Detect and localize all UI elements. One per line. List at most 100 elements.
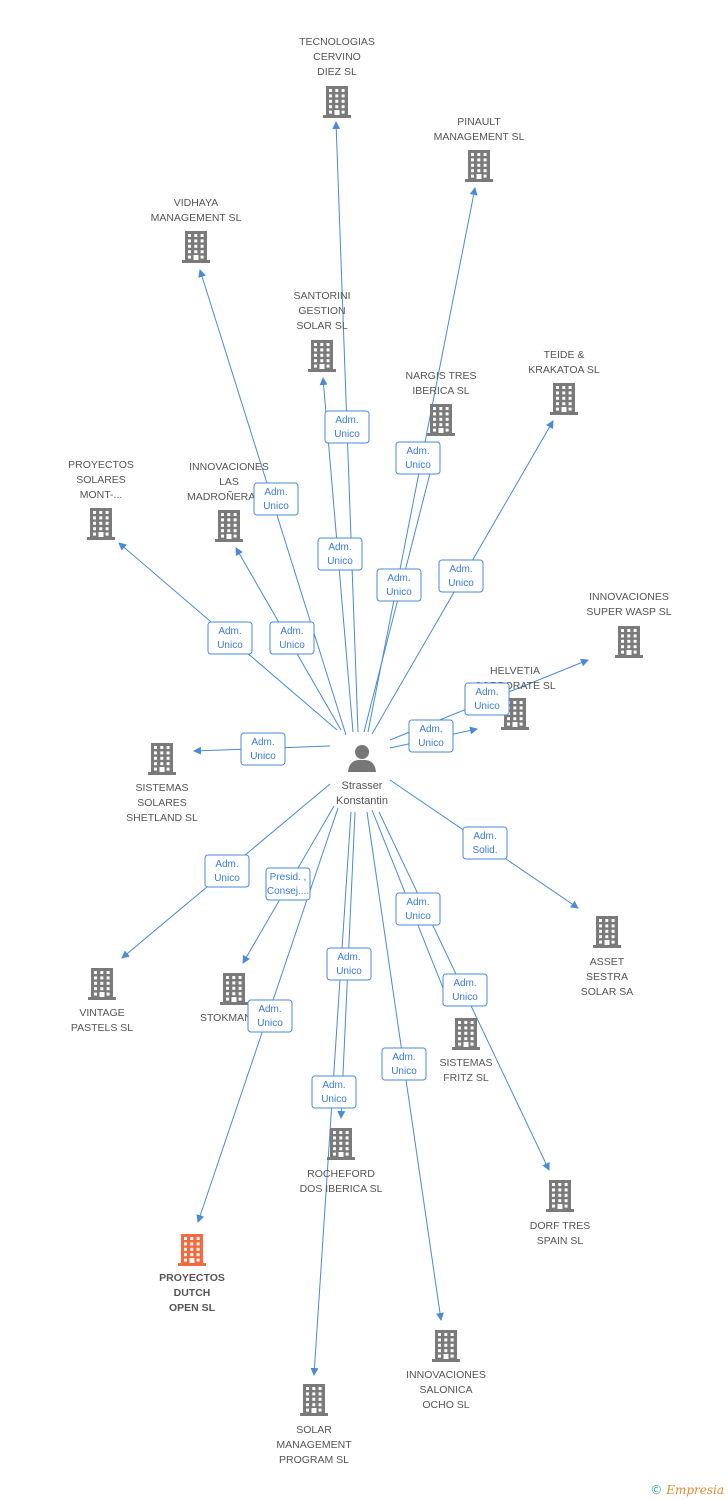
company-name: HELVETIA bbox=[490, 665, 540, 677]
person-icon bbox=[348, 745, 376, 772]
role-label: Adm. bbox=[322, 1080, 345, 1091]
role-box-sistemas_fritz[interactable]: Adm.Unico bbox=[395, 892, 441, 926]
company-name: SPAIN SL bbox=[537, 1235, 584, 1247]
company-name: GESTION bbox=[298, 305, 345, 317]
role-label: Adm. bbox=[215, 859, 238, 870]
building-icon bbox=[615, 626, 643, 658]
building-icon bbox=[182, 231, 210, 263]
role-label: Unico bbox=[257, 1018, 283, 1029]
role-box-stokmann[interactable]: Presid. , Consej.... bbox=[265, 867, 311, 901]
role-box-proyectos_dutch[interactable]: Adm. Unico bbox=[247, 999, 293, 1033]
company-node-innov_madronera[interactable]: INNOVACIONESLASMADROÑERAS... bbox=[187, 461, 271, 542]
role-label: Presid. , bbox=[270, 872, 307, 883]
person-name: Konstantin bbox=[336, 795, 388, 807]
role-label: Adm. bbox=[387, 573, 410, 584]
building-icon bbox=[300, 1384, 328, 1416]
role-label: Unico bbox=[452, 992, 478, 1003]
role-box-santorini[interactable]: Adm.Unico bbox=[317, 537, 363, 571]
company-name: PROGRAM SL bbox=[279, 1454, 349, 1466]
role-label: Adm. bbox=[406, 897, 429, 908]
role-label: Adm. bbox=[406, 446, 429, 457]
building-icon bbox=[465, 150, 493, 182]
building-icon bbox=[427, 404, 455, 436]
role-box-solar_mgmt[interactable]: Adm.Unico bbox=[311, 1075, 357, 1109]
role-label: Unico bbox=[448, 578, 474, 589]
role-label: Unico bbox=[279, 640, 305, 651]
company-node-teide[interactable]: TEIDE &KRAKATOA SL bbox=[528, 349, 600, 415]
company-name: DOS IBERICA SL bbox=[300, 1183, 383, 1195]
company-name: SANTORINI bbox=[294, 290, 351, 302]
role-label: Unico bbox=[418, 738, 444, 749]
role-label: Adm. bbox=[258, 1004, 281, 1015]
role-label: Unico bbox=[250, 751, 276, 762]
role-box-asset_sestra[interactable]: Adm.Solid. bbox=[462, 826, 508, 860]
role-label: Unico bbox=[336, 966, 362, 977]
company-name: SISTEMAS bbox=[439, 1057, 492, 1069]
building-icon bbox=[546, 1180, 574, 1212]
building-icon bbox=[178, 1234, 206, 1266]
building-icon bbox=[452, 1018, 480, 1050]
role-label: Adm. bbox=[328, 542, 351, 553]
role-label: Unico bbox=[405, 460, 431, 471]
role-box-nargis[interactable]: Adm.Unico bbox=[376, 568, 422, 602]
role-label: Adm. bbox=[264, 487, 287, 498]
building-icon bbox=[550, 383, 578, 415]
building-icon bbox=[323, 86, 351, 118]
role-label: Unico bbox=[391, 1066, 417, 1077]
building-icon bbox=[432, 1330, 460, 1362]
role-box-vidhaya[interactable]: Adm. Unico bbox=[253, 482, 299, 516]
role-label: Solid. bbox=[472, 845, 497, 856]
building-icon bbox=[593, 916, 621, 948]
role-label: Consej.... bbox=[267, 886, 309, 897]
company-name: INNOVACIONES bbox=[406, 1369, 486, 1381]
role-box-shetland[interactable]: Adm. Unico bbox=[240, 732, 286, 766]
company-name: KRAKATOA SL bbox=[528, 364, 600, 376]
role-box-innov_superwasp[interactable]: Adm.Unico bbox=[464, 682, 510, 716]
role-box-vintage[interactable]: Adm.Unico bbox=[204, 854, 250, 888]
role-box-innov_madronera[interactable]: Adm. Unico bbox=[269, 621, 315, 655]
copyright-icon: © bbox=[650, 1483, 663, 1497]
footer-brand[interactable]: © Empresia bbox=[650, 1483, 724, 1497]
role-box-pinault[interactable]: Adm. Unico bbox=[395, 441, 441, 475]
company-node-proyectos_mont[interactable]: PROYECTOSSOLARESMONT-... bbox=[68, 459, 134, 540]
company-name: MONT-... bbox=[80, 489, 123, 501]
role-box-rocheford[interactable]: Adm.Unico bbox=[326, 947, 372, 981]
role-label: Adm. bbox=[280, 626, 303, 637]
brand-logo: Empresia bbox=[666, 1483, 724, 1497]
role-box-innov_salonica[interactable]: Adm.Unico bbox=[381, 1047, 427, 1081]
company-name: PROYECTOS bbox=[159, 1272, 225, 1284]
role-label: Adm. bbox=[335, 415, 358, 426]
role-box-helvetia[interactable]: Adm. Unico bbox=[408, 719, 454, 753]
role-box-dorf[interactable]: Adm.Unico bbox=[442, 973, 488, 1007]
company-name: IBERICA SL bbox=[412, 385, 469, 397]
company-name: VINTAGE bbox=[79, 1007, 124, 1019]
role-label: Adm. bbox=[419, 724, 442, 735]
company-name: SALONICA bbox=[419, 1384, 472, 1396]
role-label: Unico bbox=[263, 501, 289, 512]
role-label: Adm. bbox=[251, 737, 274, 748]
building-icon bbox=[327, 1128, 355, 1160]
company-name: SHETLAND SL bbox=[126, 812, 198, 824]
company-name: SUPER WASP SL bbox=[586, 606, 671, 618]
role-box-proyectos_mont[interactable]: Adm.Unico bbox=[207, 621, 253, 655]
role-box-tecnologias[interactable]: Adm.Unico bbox=[324, 410, 370, 444]
role-box-teide[interactable]: Adm.Unico bbox=[438, 559, 484, 593]
company-name: ASSET bbox=[590, 956, 625, 968]
company-name: MANAGEMENT SL bbox=[434, 131, 525, 143]
